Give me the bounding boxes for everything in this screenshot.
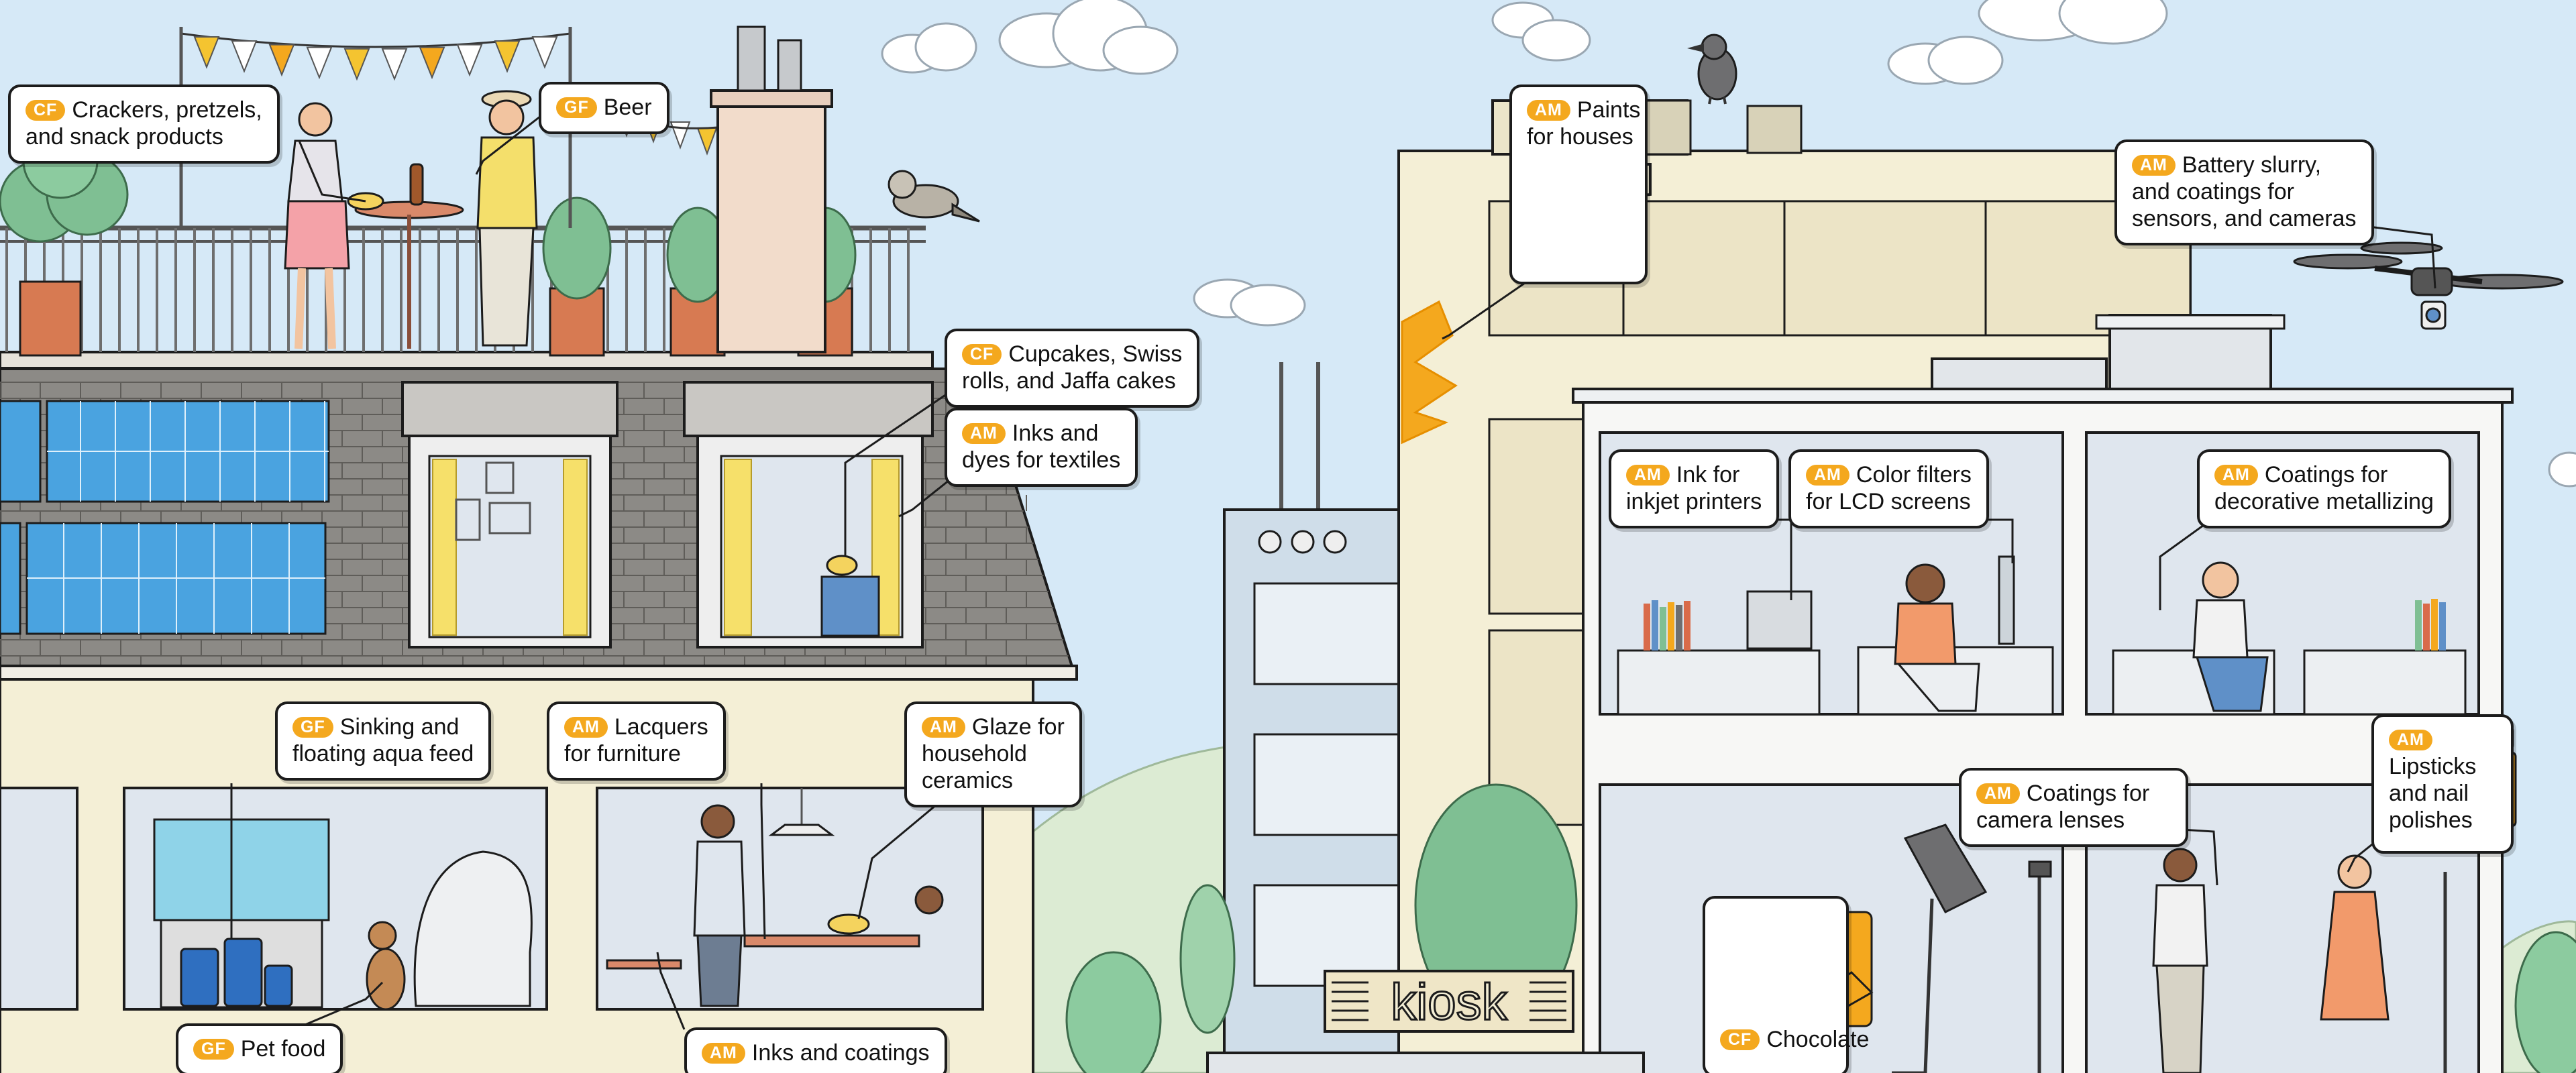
paint-stroke bbox=[1401, 300, 1458, 445]
woman-at-laptop bbox=[2192, 561, 2269, 712]
dormer-window-1 bbox=[401, 381, 619, 648]
aquarium-room-window bbox=[123, 787, 548, 1011]
tag-badge: AM bbox=[702, 1043, 745, 1064]
dormer-window-2 bbox=[683, 381, 934, 648]
bookshelf bbox=[1644, 599, 2446, 651]
tag-badge: GF bbox=[193, 1039, 234, 1060]
tag-badge: CF bbox=[962, 344, 1002, 365]
photo-studio bbox=[1892, 824, 2447, 1073]
sparrow-icon bbox=[888, 170, 980, 223]
kiosk: kiosk bbox=[1206, 970, 1645, 1073]
clouds bbox=[881, 0, 2576, 488]
trees bbox=[1065, 783, 2576, 1073]
tag-badge: AM bbox=[564, 717, 608, 738]
tag-badge: AM bbox=[922, 717, 965, 738]
terrace-table bbox=[347, 163, 464, 349]
tag-badge: GF bbox=[556, 97, 597, 118]
tag-badge: AM bbox=[1626, 465, 1670, 486]
tag-badge: AM bbox=[2132, 155, 2176, 176]
tag-badge: CF bbox=[1720, 1029, 1760, 1050]
tag-badge: CF bbox=[25, 100, 66, 121]
tag-badge: AM bbox=[2214, 465, 2258, 486]
kiosk-sign: kiosk bbox=[1391, 974, 1507, 1031]
tag-badge: GF bbox=[292, 717, 333, 738]
tag-badge: AM bbox=[962, 423, 1006, 444]
tag-badge: AM bbox=[1976, 783, 2020, 804]
tag-badge: AM bbox=[1806, 465, 1849, 486]
man-on-terrace bbox=[476, 90, 538, 347]
woman-on-terrace bbox=[284, 102, 350, 349]
tag-badge: AM bbox=[2389, 730, 2432, 750]
crow-icon bbox=[1687, 34, 1737, 105]
man-at-computer bbox=[1894, 563, 1980, 712]
tag-badge: AM bbox=[1527, 100, 1570, 121]
drone-icon bbox=[2293, 241, 2564, 330]
dining-room-window bbox=[596, 787, 984, 1011]
